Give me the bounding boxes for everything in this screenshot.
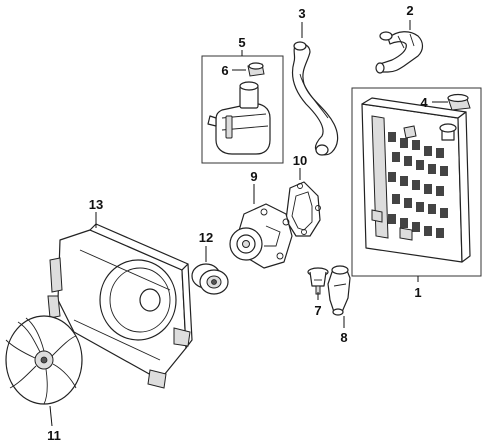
callout-6: 6 xyxy=(221,63,228,78)
radiator-group-box xyxy=(351,87,482,277)
reservoir-icon[interactable] xyxy=(207,81,271,155)
callout-7: 7 xyxy=(314,303,321,318)
radiator-cap-icon[interactable] xyxy=(447,93,471,111)
fan-blade-icon[interactable] xyxy=(5,315,83,405)
callout-5: 5 xyxy=(238,35,245,50)
leader-lines xyxy=(49,20,448,427)
callout-3: 3 xyxy=(298,6,305,21)
callout-4: 4 xyxy=(420,95,428,110)
upper-hose-icon[interactable] xyxy=(291,41,339,156)
fan-shroud-icon[interactable] xyxy=(47,223,193,389)
callout-13: 13 xyxy=(89,197,103,212)
lower-hose-icon[interactable] xyxy=(375,31,424,74)
radiator-icon[interactable] xyxy=(361,97,471,263)
radiator-core-grid xyxy=(388,132,448,238)
fan-clutch-icon[interactable] xyxy=(191,263,229,295)
thermostat-housing-icon[interactable] xyxy=(327,265,351,316)
water-pump-icon[interactable] xyxy=(229,203,293,269)
callout-10: 10 xyxy=(293,153,307,168)
callout-12: 12 xyxy=(199,230,213,245)
callout-8: 8 xyxy=(340,330,347,345)
callout-2: 2 xyxy=(406,3,413,18)
callout-9: 9 xyxy=(250,169,257,184)
thermostat-icon[interactable] xyxy=(307,267,329,295)
callout-numbers: 1 2 3 4 5 6 7 8 9 10 11 12 13 xyxy=(47,3,428,443)
callout-11: 11 xyxy=(47,428,61,443)
callout-1: 1 xyxy=(414,285,421,300)
reservoir-cap-icon[interactable] xyxy=(247,62,265,77)
leader-11 xyxy=(49,405,53,427)
pump-gasket-icon[interactable] xyxy=(285,181,321,237)
